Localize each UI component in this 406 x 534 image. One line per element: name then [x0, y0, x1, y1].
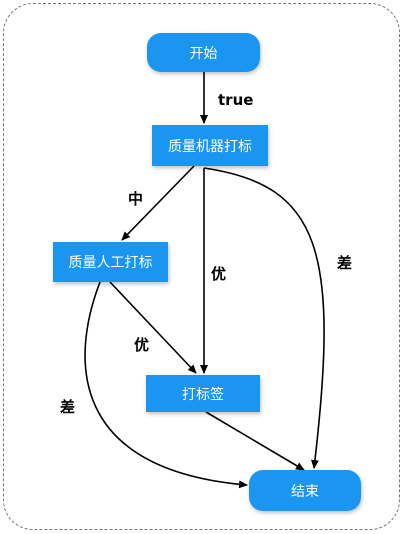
- edge-label-machine-good: 优: [211, 265, 227, 283]
- diagram-frame: [3, 3, 400, 530]
- edge-machine-end: [203, 167, 325, 469]
- node-human-tagging[interactable]: 质量人工打标: [53, 242, 168, 282]
- edge-label-true: true: [218, 91, 254, 109]
- edge-human-end: [84, 281, 248, 489]
- edge-tag-end: [205, 411, 305, 471]
- node-start[interactable]: 开始: [147, 33, 260, 72]
- edge-label-human-good: 优: [134, 336, 150, 354]
- edge-label-machine-poor: 差: [337, 254, 353, 272]
- edge-label-medium: 中: [128, 190, 144, 208]
- edge-label-human-poor: 差: [60, 398, 76, 416]
- edge-human-tag: [109, 281, 197, 374]
- node-tag[interactable]: 打标签: [146, 375, 260, 412]
- edge-machine-human: [121, 165, 195, 241]
- node-end[interactable]: 结束: [249, 470, 361, 511]
- node-machine-tagging[interactable]: 质量机器打标: [152, 125, 268, 166]
